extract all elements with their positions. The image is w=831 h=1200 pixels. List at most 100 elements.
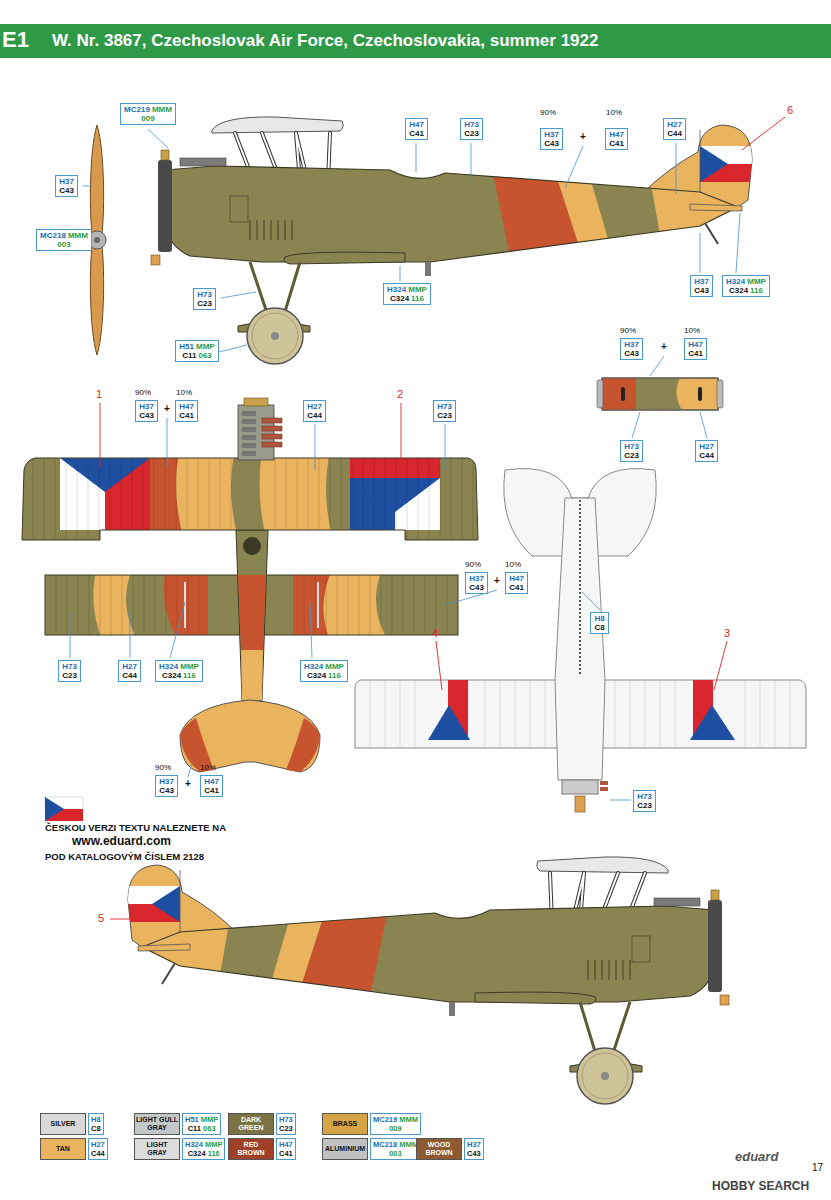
code-row: H37 [468,574,485,583]
callout-number: 6 [787,104,793,117]
label-text: + [661,341,667,353]
label-text: 90% [135,388,151,397]
code-row: C23 [463,129,480,138]
paint-callout-box: H51MMPC11063 [175,340,219,362]
paint-code: 063 [203,1124,216,1133]
code-row: H37 [693,277,710,286]
legend-code-box: H37C43 [464,1138,484,1160]
legend-code-box: H47C41 [276,1138,296,1160]
legend-text: WOOD BROWN [418,1141,460,1157]
code-row: C43 [158,786,175,795]
code-row: C23 [436,411,453,420]
paint-callout-box: H73C23 [460,118,483,140]
callout-number: 4 [432,627,438,640]
code-row: 003 [373,1149,418,1158]
paint-code: MMP [325,662,344,671]
code-row: MC218MMM [373,1140,418,1149]
code-row: H47 [279,1140,293,1149]
code-row: C43 [468,583,485,592]
paint-code: H324 [726,277,745,286]
header-band [0,24,831,58]
paint-code: MMP [747,277,766,286]
paint-code: H73 [279,1115,293,1124]
legend-text: BRASS [333,1120,358,1128]
bottom-view [355,469,806,812]
code-row: H37 [58,177,75,186]
callout-number: 5 [98,912,104,925]
paint-code: C43 [544,139,559,148]
paint-callout-box: H47C41 [405,118,428,140]
paint-code: C41 [279,1149,293,1158]
code-row: C324116 [185,1149,222,1158]
paint-code: C43 [469,583,484,592]
paint-code: 003 [57,240,70,249]
paint-code: C43 [467,1149,481,1158]
paint-code: 009 [389,1124,402,1133]
paint-code: C324 [390,294,409,303]
paint-code: C324 [729,286,748,295]
paint-code: H8 [594,614,604,623]
code-row: H73 [279,1115,293,1124]
legend-swatch: ALUMINIUM [322,1138,368,1160]
code-row: H324MMP [725,277,767,286]
code-row: C43 [58,186,75,195]
code-row: H47 [203,777,220,786]
legend-swatch: SILVER [40,1113,86,1135]
callout-leaders [100,117,785,919]
paint-code: 116 [750,286,763,295]
legend-swatch: BRASS [322,1113,368,1135]
code-row: C43 [623,349,640,358]
paint-callout-box: H27C44 [695,440,718,462]
code-row: 009 [123,114,173,123]
paint-code: C43 [139,411,154,420]
paint-code: C8 [91,1124,101,1133]
paint-code: H51 [185,1115,199,1124]
code-row: C43 [138,411,155,420]
paint-code: H8 [91,1115,101,1124]
legend-text: LIGHT GRAY [136,1141,178,1157]
label-text: 10% [684,326,700,335]
paint-callout-box: H73C23 [620,440,643,462]
paint-code: C41 [609,139,624,148]
code-row: H47 [178,402,195,411]
code-row: C41 [687,349,704,358]
paint-code: MMM [152,105,172,114]
paint-callout-box: H73C23 [433,400,456,422]
code-row: H8 [91,1115,101,1124]
paint-callout-box: H73C23 [633,790,656,812]
paint-code: H47 [609,130,624,139]
paint-code: MMM [399,1115,418,1124]
paint-code: C324 [188,1149,206,1158]
code-row: C324116 [303,671,345,680]
code-row: H324MMP [158,662,200,671]
callout-number: 2 [397,388,403,401]
label-text: + [164,403,170,415]
legend-swatch: DARK GREEN [228,1113,274,1135]
code-row: H37 [623,340,640,349]
paint-code: 116 [411,294,424,303]
label-text: 10% [200,763,216,772]
paint-code: C41 [179,411,194,420]
leader-lines [70,129,740,800]
paint-callout-box: H37C43 [620,338,643,360]
paint-code: C11 [182,351,196,360]
code-row: H51MMP [185,1115,218,1124]
code-row: H27 [698,442,715,451]
paint-callout-box: MC218MMM003 [36,229,92,251]
code-row: MC219MMM [373,1115,418,1124]
paint-code: MMP [408,285,427,294]
paint-code: 116 [208,1149,220,1158]
paint-code: 116 [183,671,196,680]
paint-code: 009 [141,114,154,123]
code-row: C44 [121,671,138,680]
code-row: H27 [666,120,683,129]
code-row: H73 [623,442,640,451]
legend-text: TAN [56,1145,70,1153]
code-row: H8 [593,614,606,623]
paint-callout-box: H324MMPC324116 [155,660,203,682]
paint-code: MMM [68,231,88,240]
paint-callout-box: H47C41 [605,128,628,150]
code-row: C324116 [386,294,428,303]
paint-code: C23 [437,411,452,420]
